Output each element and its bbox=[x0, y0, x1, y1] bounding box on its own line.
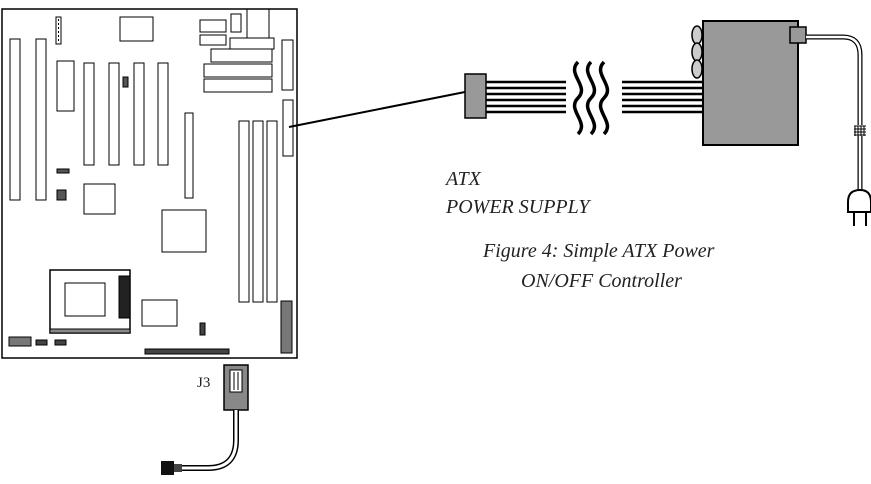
isa-slot bbox=[35, 38, 47, 201]
atx-cable-wires-right bbox=[622, 80, 705, 114]
cord-strain-relief bbox=[854, 125, 866, 136]
psu-outlet bbox=[789, 26, 807, 44]
ic-chip bbox=[56, 60, 75, 112]
bios-chip bbox=[119, 16, 154, 42]
cpu-socket bbox=[49, 269, 131, 334]
jumper bbox=[56, 168, 70, 174]
header-connector bbox=[144, 348, 230, 355]
dimm-slot bbox=[266, 120, 278, 303]
connector-label: J3 bbox=[197, 375, 210, 391]
motherboard-outline bbox=[1, 8, 298, 359]
header-connector bbox=[35, 339, 48, 346]
io-port bbox=[203, 63, 273, 78]
pci-slot bbox=[83, 62, 95, 166]
header-connector bbox=[8, 336, 32, 347]
atx-cable bbox=[464, 60, 705, 136]
io-port bbox=[199, 19, 227, 33]
j3-connector-window bbox=[229, 369, 243, 393]
j3-plug-tip bbox=[174, 464, 182, 472]
power-supply bbox=[691, 20, 871, 226]
psu-fan bbox=[691, 25, 703, 79]
isa-slot bbox=[9, 38, 21, 201]
j3-cable-wire bbox=[172, 410, 239, 471]
pci-slot bbox=[157, 62, 169, 166]
io-port bbox=[229, 37, 275, 50]
cpu-socket-inner bbox=[64, 282, 106, 317]
psu-power-cord bbox=[806, 34, 863, 125]
io-port bbox=[230, 13, 242, 33]
jumper bbox=[56, 189, 67, 201]
front-panel-header bbox=[280, 300, 293, 354]
atx-connection-line bbox=[288, 91, 466, 128]
dimm-slot bbox=[238, 120, 250, 303]
io-port bbox=[281, 39, 294, 91]
cpu-socket-base bbox=[49, 328, 131, 334]
psu-box bbox=[702, 20, 799, 146]
motherboard bbox=[1, 8, 298, 359]
cable-break-symbol bbox=[572, 60, 610, 136]
jumper bbox=[199, 322, 206, 336]
pci-slot bbox=[133, 62, 145, 166]
figure-caption-line1: Figure 4: Simple ATX Power bbox=[482, 240, 715, 262]
agp-slot bbox=[184, 112, 194, 199]
atx-cable-wires-left bbox=[486, 80, 566, 114]
dimm-slot bbox=[252, 120, 264, 303]
mains-plug bbox=[847, 188, 871, 213]
atx-label-line2: POWER SUPPLY bbox=[445, 196, 591, 218]
pci-slot bbox=[108, 62, 120, 166]
jumper bbox=[122, 76, 129, 88]
atx-cable-connector bbox=[464, 73, 487, 119]
chipset-chip bbox=[83, 183, 116, 215]
header-connector bbox=[54, 339, 67, 346]
io-port bbox=[210, 48, 273, 63]
atx-label-line1: ATX bbox=[444, 168, 482, 190]
northbridge-chip bbox=[161, 209, 207, 253]
io-port bbox=[203, 78, 273, 93]
figure-caption-line2: ON/OFF Controller bbox=[521, 270, 682, 292]
atx-power-header bbox=[282, 99, 294, 157]
j3-cable: J3 bbox=[161, 364, 249, 475]
io-port bbox=[246, 8, 270, 39]
io-port bbox=[199, 34, 227, 46]
header-connector bbox=[55, 16, 62, 45]
cpu-lever bbox=[118, 275, 131, 319]
j3-plug bbox=[161, 461, 174, 475]
small-chip bbox=[141, 299, 178, 327]
